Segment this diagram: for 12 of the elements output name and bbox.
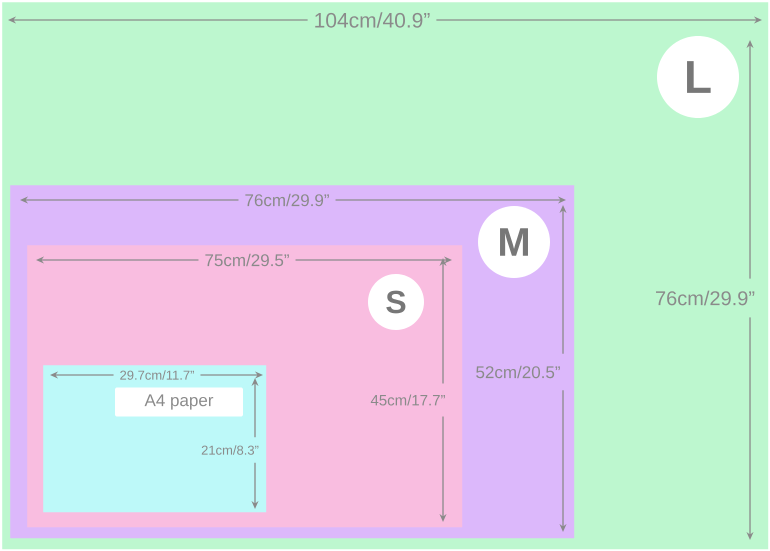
dimension-label: 21cm/8.3” xyxy=(195,437,265,463)
dimension-label: 76cm/29.9” xyxy=(238,192,336,208)
dimension-label: 29.7cm/11.7” xyxy=(114,368,200,382)
dimension-label: 104cm/40.9” xyxy=(308,10,436,30)
dimension-label: 52cm/20.5” xyxy=(469,354,567,390)
dimension-label: 75cm/29.5” xyxy=(198,252,296,268)
size-badge: L xyxy=(657,36,740,118)
size-badge: M xyxy=(478,206,550,278)
dimension-label: 45cm/17.7” xyxy=(364,384,452,417)
paper-label: A4 paper xyxy=(115,388,243,416)
size-badge: S xyxy=(368,274,424,330)
dimension-label: 76cm/29.9” xyxy=(648,278,762,318)
